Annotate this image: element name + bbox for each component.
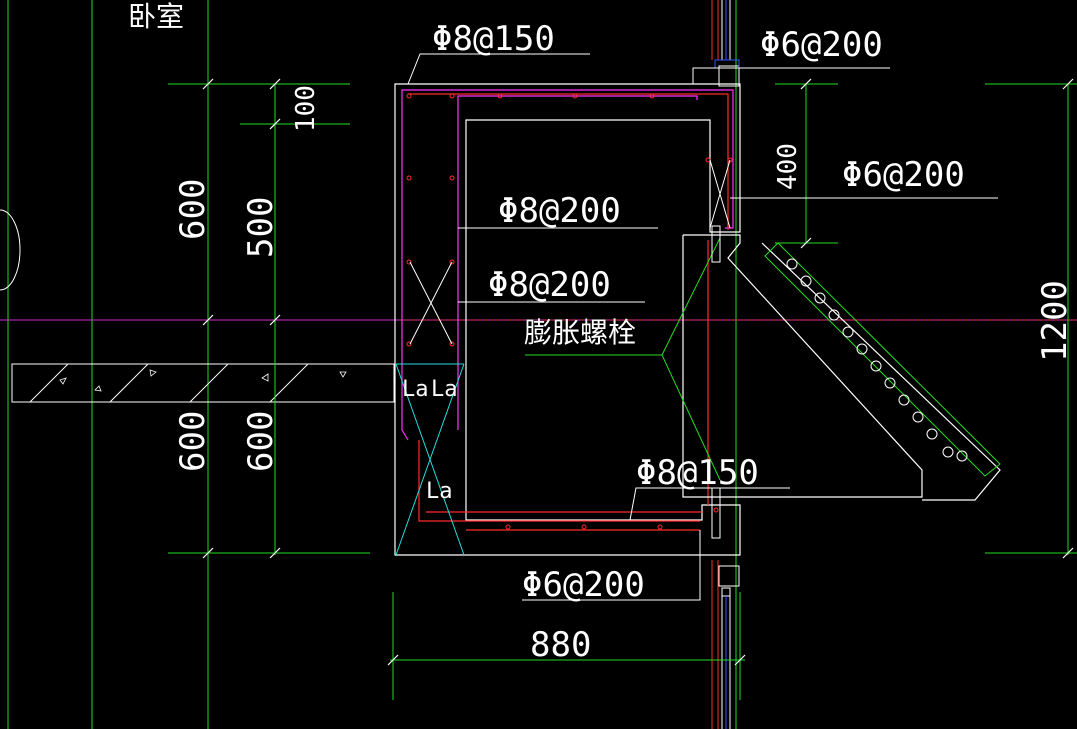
window-blue <box>714 0 740 729</box>
cyan-anchor-cross <box>395 363 465 556</box>
label-inner-rebar-2: Φ8@200 <box>488 265 611 305</box>
dim-left-inner-top: 500 <box>241 197 281 258</box>
label-top-rebar: Φ8@150 <box>432 19 555 59</box>
room-label: 卧室 <box>128 0 184 33</box>
label-anchor-3: La <box>426 479 453 504</box>
window-frame <box>718 0 740 729</box>
dim-left-small: 100 <box>291 85 321 132</box>
label-anchor-1: La <box>402 377 429 402</box>
window-glazing <box>711 0 719 729</box>
bracket-web-green <box>525 237 1001 481</box>
label-right-top-rebar: Φ6@200 <box>760 25 883 65</box>
label-lower-rebar: Φ8@150 <box>636 453 759 493</box>
steel-bracket <box>682 234 1001 501</box>
leader-lines <box>407 53 998 601</box>
dim-left-outer-bottom: 600 <box>173 411 213 472</box>
floor-slab <box>11 363 395 403</box>
left-partial-circle <box>0 209 21 291</box>
label-inner-rebar-1: Φ8@200 <box>498 191 621 231</box>
label-anchor-2: La <box>431 377 458 402</box>
label-right-mid-rebar: Φ6@200 <box>842 155 965 195</box>
dim-left-inner-bottom: 600 <box>241 411 281 472</box>
dim-left-outer-top: 600 <box>173 179 213 240</box>
beam-outline <box>394 83 741 556</box>
label-expansion-bolt: 膨胀螺栓 <box>524 316 636 349</box>
bracket-holes <box>786 258 968 462</box>
dimension-ticks <box>202 78 1074 666</box>
rebar-lines <box>408 93 729 531</box>
label-bottom-rebar: Φ6@200 <box>522 565 645 605</box>
dim-right-total: 1200 <box>1035 280 1075 362</box>
dim-right-small: 400 <box>773 143 803 190</box>
dim-bottom-width: 880 <box>530 625 591 665</box>
cross-marks <box>409 159 731 345</box>
rebar-dots <box>406 93 733 530</box>
